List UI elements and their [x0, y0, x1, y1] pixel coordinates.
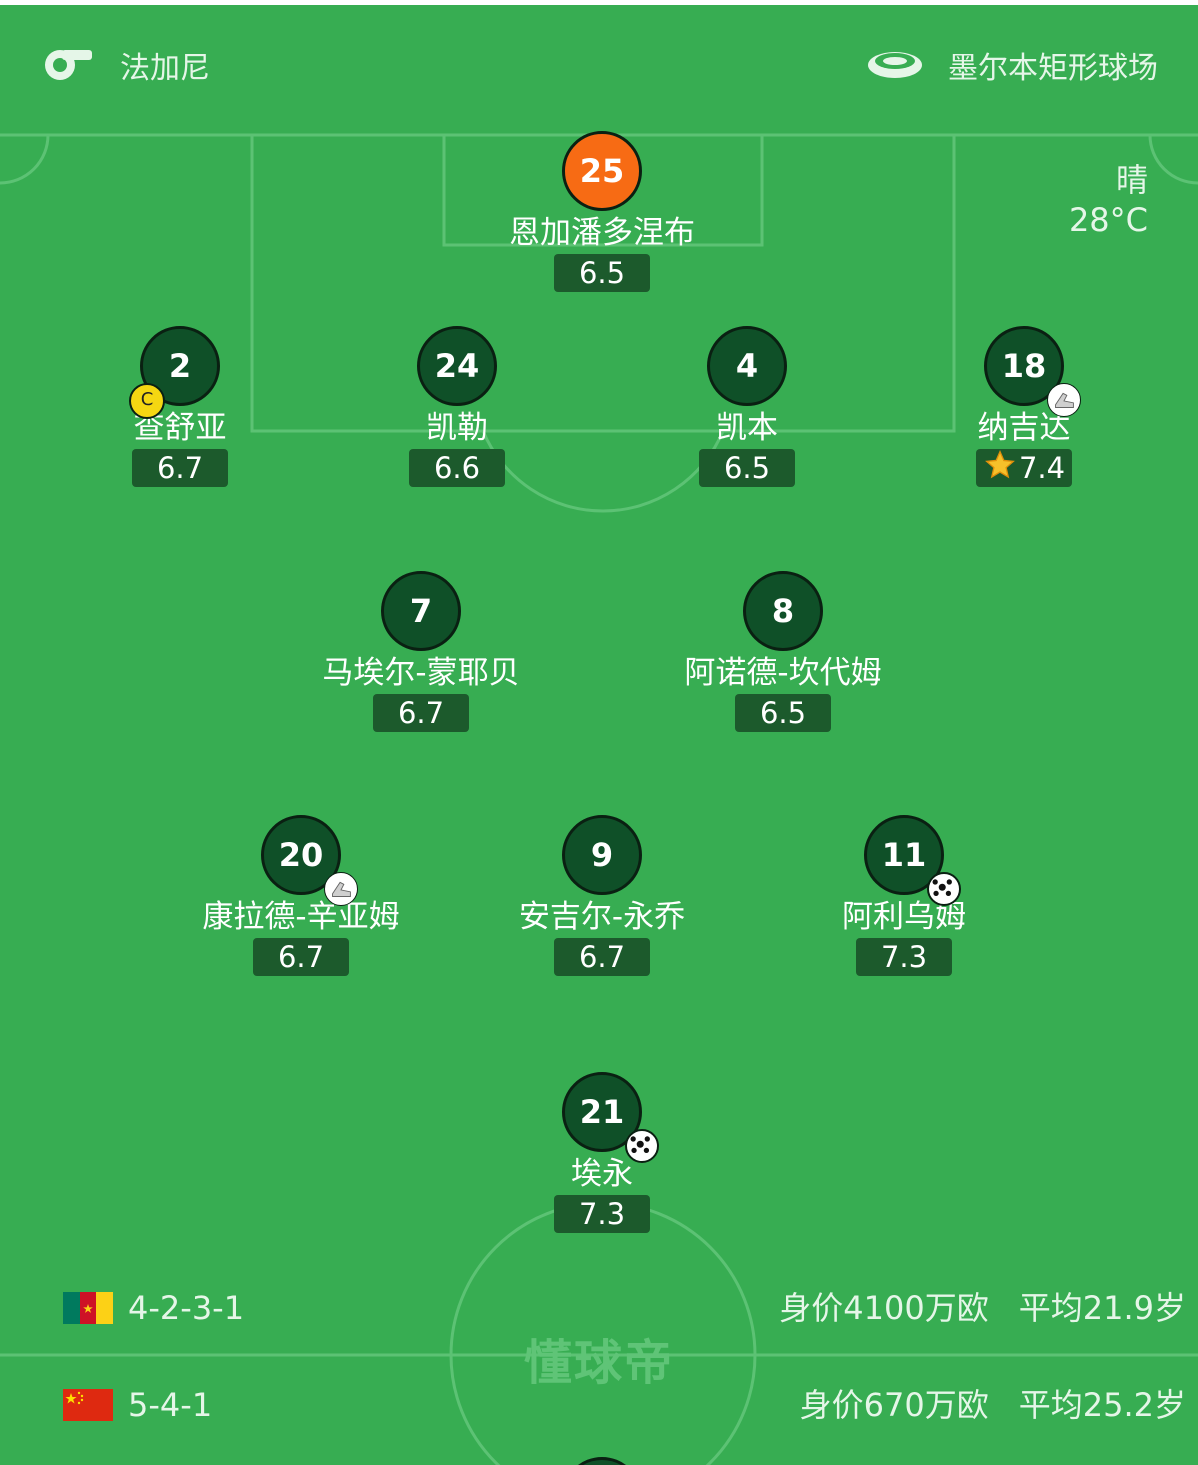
boot-icon — [1047, 383, 1081, 417]
player-rating: 6.7 — [373, 694, 469, 732]
player-number: 7 — [409, 592, 433, 630]
pitch: 法加尼 墨尔本矩形球场 晴 28°C 25 恩加潘多涅布 6.5 2 C 查舒亚… — [0, 5, 1198, 1465]
player-number-badge: 9 — [562, 815, 642, 895]
player-rating: 6.7 — [554, 938, 650, 976]
player-number-badge: 18 — [984, 326, 1081, 417]
player-rating: 6.5 — [699, 449, 795, 487]
football-icon — [625, 1129, 659, 1163]
weather-condition: 晴 — [1115, 161, 1148, 199]
player-number-badge: 7 — [381, 571, 461, 651]
player-name: 纳吉达 — [977, 410, 1071, 446]
player-name: 马埃尔-蒙耶贝 — [322, 655, 520, 691]
player-number-badge: 25 — [562, 131, 642, 211]
player-number: 9 — [590, 836, 614, 874]
player-rating: 7.4 — [976, 449, 1072, 487]
player-name: 凯勒 — [426, 410, 488, 446]
player-number: 2 — [168, 347, 192, 385]
player-number-badge: 21 — [562, 1072, 659, 1163]
player-rating-value: 7.4 — [1018, 451, 1066, 485]
away-formation: 5-4-1 — [128, 1386, 213, 1424]
player-name: 阿利乌姆 — [842, 899, 966, 935]
player-18[interactable]: 18 纳吉达 7.4 — [854, 326, 1194, 487]
cameroon-flag-icon — [63, 1292, 113, 1324]
player-number-badge: 11 — [864, 815, 961, 906]
home-formation: 4-2-3-1 — [128, 1289, 245, 1327]
whistle-icon — [45, 50, 92, 80]
player-7[interactable]: 7 马埃尔-蒙耶贝 6.7 — [251, 571, 591, 732]
stadium-name: 墨尔本矩形球场 — [948, 51, 1158, 86]
watermark: 懂球帝 — [523, 1335, 674, 1391]
player-2[interactable]: 2 C 查舒亚 6.7 — [10, 326, 350, 487]
player-number-badge: 2 C — [129, 326, 220, 419]
player-rating: 7.3 — [856, 938, 952, 976]
player-rating: 6.6 — [409, 449, 505, 487]
player-name: 凯本 — [716, 410, 778, 446]
player-number-badge: 8 — [743, 571, 823, 651]
player-8[interactable]: 8 阿诺德-坎代姆 6.5 — [613, 571, 953, 732]
player-rating: 6.7 — [132, 449, 228, 487]
player-rating: 6.7 — [253, 938, 349, 976]
player-name: 埃永 — [571, 1156, 633, 1192]
home-market-value: 身价4100万欧 — [779, 1289, 989, 1327]
football-icon — [927, 872, 961, 906]
player-11[interactable]: 11 阿利乌姆 7.3 — [734, 815, 1074, 976]
player-9[interactable]: 9 安吉尔-永乔 6.7 — [432, 815, 772, 976]
player-24[interactable]: 24 凯勒 6.6 — [287, 326, 627, 487]
player-20[interactable]: 20 康拉德-辛亚姆 6.7 — [131, 815, 471, 976]
home-team-info: 身价4100万欧平均21.9岁 — [779, 1288, 1186, 1328]
player-number-badge: 4 — [707, 326, 787, 406]
player-name: 恩加潘多涅布 — [509, 215, 695, 251]
player-number: 8 — [771, 592, 795, 630]
player-number-badge: 24 — [417, 326, 497, 406]
player-number: 4 — [735, 347, 759, 385]
stadium-icon — [868, 52, 922, 78]
china-flag-icon — [63, 1389, 113, 1421]
weather-temperature: 28°C — [1068, 201, 1148, 239]
away-average-age: 平均25.2岁 — [1018, 1386, 1186, 1424]
player-rating: 7.3 — [554, 1195, 650, 1233]
player-4[interactable]: 4 凯本 6.5 — [577, 326, 917, 487]
player-number: 25 — [579, 152, 625, 190]
player-number: 24 — [434, 347, 480, 385]
player-number: 21 — [579, 1093, 625, 1131]
home-average-age: 平均21.9岁 — [1018, 1289, 1186, 1327]
player-21[interactable]: 21 埃永 7.3 — [432, 1072, 772, 1233]
player-name: 安吉尔-永乔 — [518, 899, 686, 935]
player-number-badge: 20 — [261, 815, 358, 906]
weather: 晴 28°C — [1069, 160, 1148, 240]
player-number: 11 — [881, 836, 927, 874]
away-market-value: 身价670万欧 — [799, 1386, 989, 1424]
home-team-row: 4-2-3-1 身价4100万欧平均21.9岁 — [0, 1287, 1198, 1337]
player-rating: 6.5 — [735, 694, 831, 732]
away-team-info: 身价670万欧平均25.2岁 — [800, 1385, 1186, 1425]
player-number: 20 — [278, 836, 324, 874]
boot-icon — [324, 872, 358, 906]
player-25[interactable]: 25 恩加潘多涅布 6.5 — [432, 131, 772, 292]
star-icon — [985, 450, 1015, 479]
player-name: 阿诺德-坎代姆 — [684, 655, 882, 691]
captain-badge-icon: C — [129, 383, 165, 419]
away-team-row: 5-4-1 身价670万欧平均25.2岁 — [0, 1384, 1198, 1434]
referee-name: 法加尼 — [120, 51, 210, 86]
player-number: 18 — [1001, 347, 1047, 385]
player-name: 康拉德-辛亚姆 — [202, 899, 400, 935]
player-rating: 6.5 — [554, 254, 650, 292]
